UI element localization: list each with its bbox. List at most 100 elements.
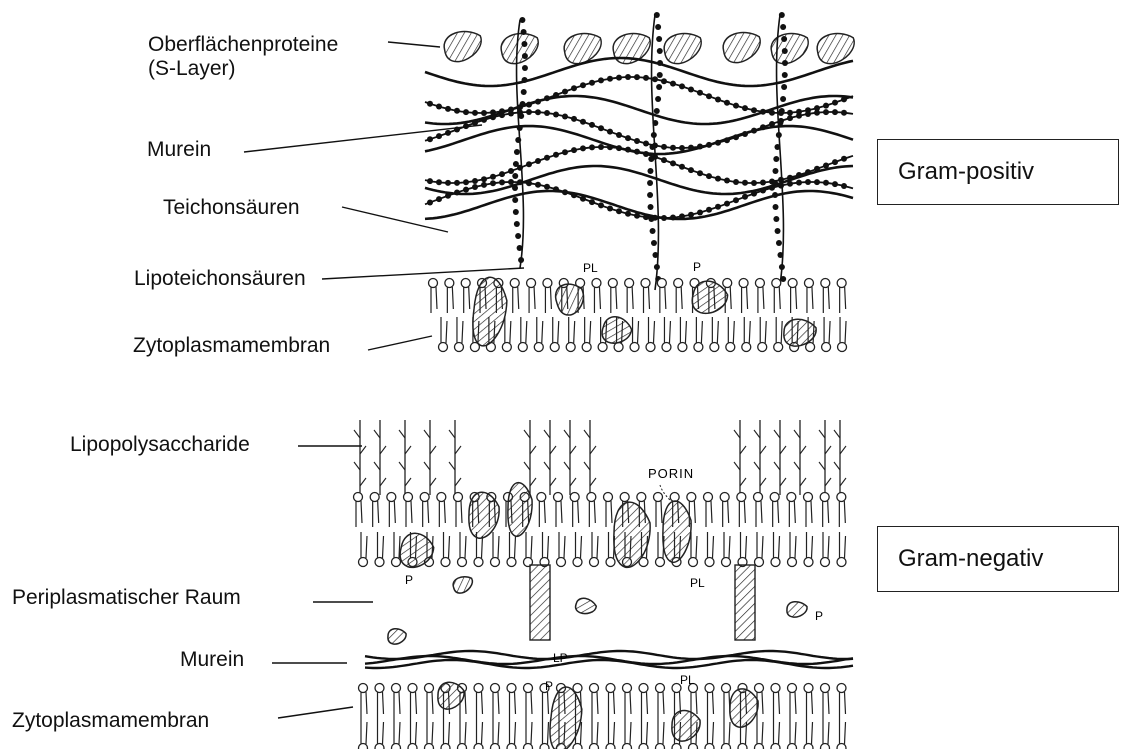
gp-murein-bead xyxy=(499,179,505,185)
gn-inner-top-lipid-tail xyxy=(724,692,730,718)
gp-inner-lipid-head xyxy=(710,343,719,352)
gn-inner-top-lipid-head xyxy=(392,684,401,693)
gn-outer-bottom-lipid-tail xyxy=(559,532,565,558)
gp-murein-bead xyxy=(589,122,595,128)
gn-inner-top-lipid-head xyxy=(524,684,533,693)
gp-murein-bead xyxy=(427,136,433,142)
gp-murein-bead xyxy=(652,76,658,82)
gp-teichoic-bead xyxy=(513,209,519,215)
gn-outer-bottom-lipid-tail xyxy=(460,532,466,558)
gn-inner-top-lipid-tail xyxy=(708,692,714,718)
gp-murein-bead xyxy=(841,96,847,102)
gn-outer-top-lipid-tail xyxy=(773,501,779,527)
label-leader-line xyxy=(388,42,440,47)
gn-inner-top-lipid-tail xyxy=(658,692,664,718)
gp-inner-lipid-tail xyxy=(776,317,782,343)
gp-inner-lipid-tail xyxy=(696,317,702,343)
gp-murein-bead xyxy=(598,202,604,208)
gn-outer-top-lipid-tail xyxy=(606,501,612,527)
gp-murein-bead xyxy=(481,182,487,188)
gp-murein-bead xyxy=(544,184,550,190)
gp-inner-lipid-tail xyxy=(505,317,511,343)
gn-inner-bottom-lipid-tail xyxy=(444,718,450,744)
gn-lps-branch xyxy=(380,478,386,486)
gp-murein-bead xyxy=(814,179,820,185)
gp-murein-bead xyxy=(751,191,757,197)
gp-teichoic-bead xyxy=(779,108,785,114)
gn-inner-bottom-lipid-head xyxy=(425,744,434,749)
gp-murein-bead xyxy=(562,89,568,95)
gp-outer-lipid-tail xyxy=(791,287,797,313)
gn-membrane-protein xyxy=(730,689,758,727)
gp-inner-lipid-tail xyxy=(649,317,655,343)
gp-teichoic-bead xyxy=(649,144,655,150)
gp-outer-lipid-tail xyxy=(742,287,748,313)
gn-inner-bottom-lipid-head xyxy=(705,744,714,749)
gp-teichoic-bead xyxy=(519,17,525,23)
gn-outer-top-lipid-head xyxy=(704,493,713,502)
gn-inner-top-lipid-tail xyxy=(394,692,400,718)
gn-inner-top-lipid-head xyxy=(804,684,813,693)
gn-inner-top-lipid-head xyxy=(788,684,797,693)
gn-membrane-protein xyxy=(548,686,584,749)
gp-murein-bead xyxy=(634,138,640,144)
gn-outer-top-lipid-tail xyxy=(373,501,379,527)
gn-outer-top-lipid-tail xyxy=(539,501,545,527)
gn-inner-bottom-lipid-head xyxy=(540,744,549,749)
gn-outer-bottom-lipid-head xyxy=(573,558,582,567)
gp-murein-bead xyxy=(472,178,478,184)
gn-inner-top-lipid-head xyxy=(590,684,599,693)
gn-lps-branch xyxy=(399,430,405,438)
gp-murein-bead xyxy=(535,109,541,115)
gp-murein-bead xyxy=(445,106,451,112)
gp-outer-lipid-head xyxy=(821,279,830,288)
gn-periplasmic-protein xyxy=(451,574,475,595)
gp-murein-bead xyxy=(427,101,433,107)
gn-inner-bottom-lipid-head xyxy=(623,744,632,749)
gp-inner-lipid-head xyxy=(518,343,527,352)
gn-lps-branch xyxy=(794,430,800,438)
gn-inner-bottom-lipid-tail xyxy=(460,718,466,744)
gp-teichoic-bead xyxy=(648,216,654,222)
gp-murein-bead xyxy=(751,180,757,186)
gp-murein-bead xyxy=(562,149,568,155)
gn-lps-branch xyxy=(455,478,461,486)
gp-murein-bead xyxy=(571,116,577,122)
gn-inner-bottom-lipid-tail xyxy=(394,718,400,744)
label-leader-lines xyxy=(244,42,524,718)
gn-outer-bottom-lipid-head xyxy=(722,558,731,567)
gp-murein-bead xyxy=(733,134,739,140)
gp-inner-lipid-tail xyxy=(744,317,750,343)
gp-murein-bead xyxy=(463,109,469,115)
label-lipoteichoic-acids: Lipoteichonsäuren xyxy=(134,267,306,291)
gp-murein-bead xyxy=(607,206,613,212)
gp-murein-bead xyxy=(589,80,595,86)
gn-outer-bottom-lipid-head xyxy=(755,558,764,567)
gp-teichoic-bead xyxy=(773,156,779,162)
gn-outer-top-lipid-head xyxy=(570,493,579,502)
gp-murein-bead xyxy=(661,144,667,150)
gn-outer-top-lipid-tail xyxy=(556,501,562,527)
gp-inner-lipid-tail xyxy=(664,317,670,343)
gp-murein-bead xyxy=(760,188,766,194)
gn-inner-bottom-lipid-head xyxy=(672,744,681,749)
gn-outer-bottom-lipid-head xyxy=(689,558,698,567)
label-gp-murein: Murein xyxy=(147,138,211,162)
gn-outer-top-lipid-tail xyxy=(656,501,662,527)
gn-inner-bottom-lipid-head xyxy=(837,744,846,749)
gp-murein-bead xyxy=(643,151,649,157)
gn-outer-top-lipid-tail xyxy=(589,501,595,527)
gn-lps-branch xyxy=(800,446,806,454)
label-lipopolysaccharides: Lipopolysaccharide xyxy=(70,433,250,457)
gn-porin-protein xyxy=(469,492,499,538)
gn-outer-bottom-lipid-tail xyxy=(493,532,499,558)
gp-murein-bead xyxy=(832,159,838,165)
gp-s-layer-protein xyxy=(441,27,485,65)
gn-inner-top-lipid-tail xyxy=(526,692,532,718)
gp-murein-bead xyxy=(805,111,811,117)
gp-teichoic-bead xyxy=(776,240,782,246)
gn-lps-branch xyxy=(424,430,430,438)
gn-outer-bottom-lipid-tail xyxy=(708,532,714,558)
gn-outer-top-lipid-head xyxy=(820,493,829,502)
gp-outer-lipid-head xyxy=(543,279,552,288)
